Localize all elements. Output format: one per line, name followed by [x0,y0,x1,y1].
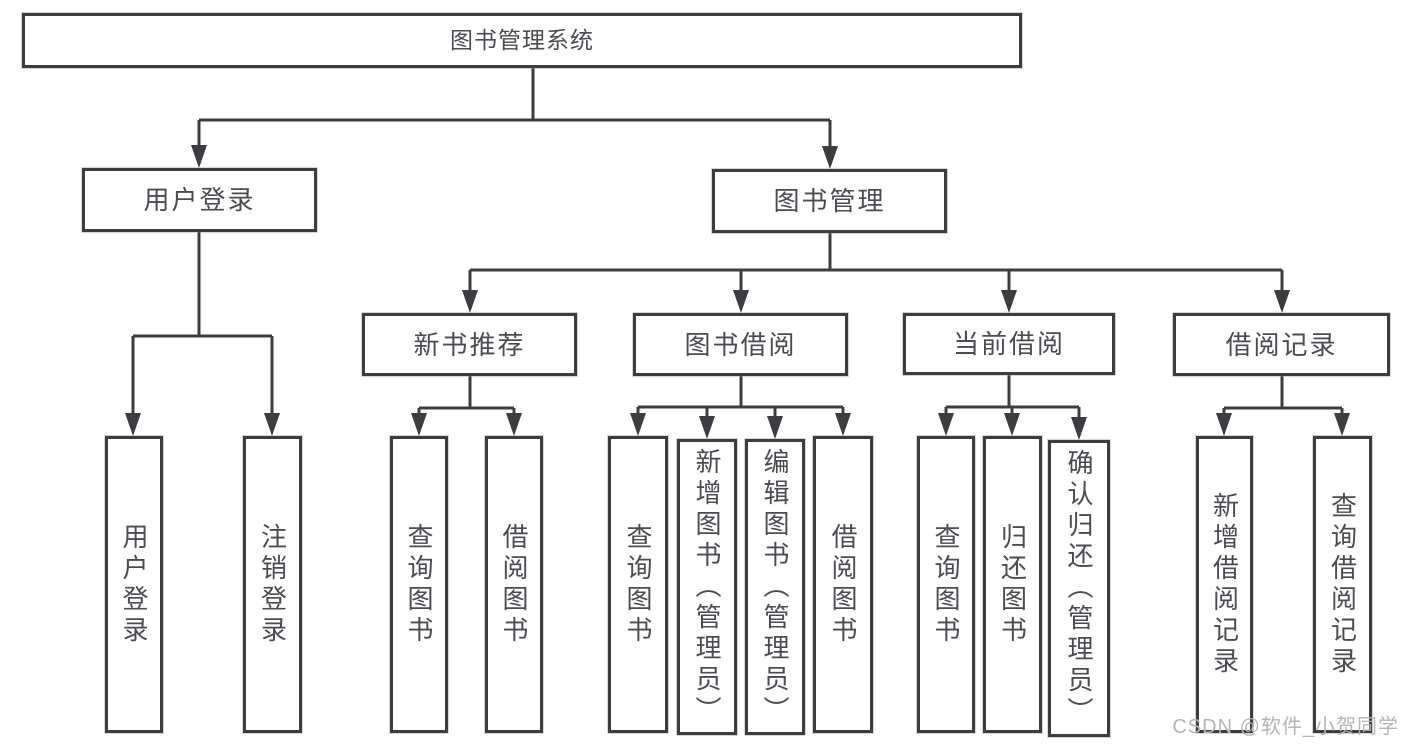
connector-book-management-children [462,233,1290,313]
arrow-down-icon [264,413,280,436]
leaf-rec-query-books: 查询图书 [390,436,448,733]
arrow-down-icon [125,413,141,436]
leaf-rec-borrow-books: 借阅图书 [485,436,543,733]
leaf-cur-return-books: 归还图书 [983,436,1042,733]
csdn-watermark: CSDN @软件_小贺同学 [1172,716,1399,738]
arrow-down-icon [699,416,715,439]
node-library-management-system: 图书管理系统 [22,13,1022,68]
arrow-down-icon [733,290,749,313]
node-book-management: 图书管理 [712,169,947,233]
connector-book-borrowing-children [630,376,851,439]
arrow-down-icon [1004,413,1020,436]
node-user-login: 用户登录 [82,168,317,232]
arrow-down-icon [1071,417,1087,440]
arrow-down-icon [767,416,783,439]
connector-borrowing-records-children [1216,376,1350,436]
connector-user-login-children [125,232,280,436]
leaf-user-login: 用户登录 [105,436,163,733]
leaf-bor-query-books: 查询图书 [608,436,668,733]
arrow-down-icon [835,413,851,436]
node-book-borrowing: 图书借阅 [633,313,848,376]
node-new-book-recommendation: 新书推荐 [362,313,577,376]
leaf-cur-confirm-return-admin: 确认归还（管理员） [1048,440,1110,737]
connector-current-borrowing-children [938,375,1087,440]
leaf-cur-query-books: 查询图书 [917,436,975,733]
leaf-bor-add-books-admin: 新增图书（管理员） [677,439,737,735]
arrow-down-icon [1334,413,1350,436]
connector-new-book-recommendation-children [411,376,522,436]
arrow-down-icon [1216,413,1232,436]
leaf-bor-edit-books-admin: 编辑图书（管理员） [745,439,805,735]
connector-root-to-level2 [191,68,838,169]
arrow-down-icon [630,413,646,436]
arrow-down-icon [1274,290,1290,313]
arrow-down-icon [506,413,522,436]
node-borrowing-records: 借阅记录 [1173,313,1390,376]
arrow-down-icon [822,146,838,169]
leaf-logout: 注销登录 [243,436,302,733]
arrow-down-icon [462,290,478,313]
arrow-down-icon [191,145,207,168]
arrow-down-icon [938,413,954,436]
arrow-down-icon [411,413,427,436]
leaf-hist-query-record: 查询借阅记录 [1313,436,1372,733]
leaf-bor-borrow-books: 借阅图书 [813,436,873,733]
leaf-hist-add-record: 新增借阅记录 [1196,436,1253,733]
arrow-down-icon [1001,290,1017,313]
node-current-borrowing: 当前借阅 [903,313,1115,375]
